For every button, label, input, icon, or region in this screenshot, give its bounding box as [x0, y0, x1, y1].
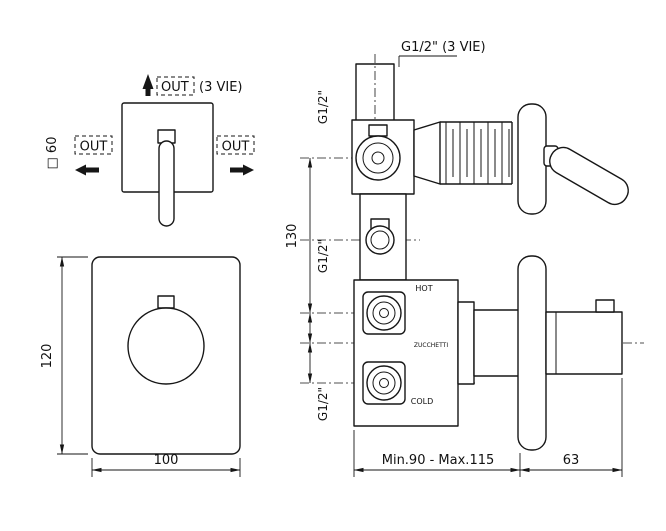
spacing-dim-label: 130 — [285, 224, 300, 249]
side-view: G1/2" (3 VIE) — [285, 40, 644, 477]
control-knob — [127, 307, 205, 385]
hot-port-outer — [366, 295, 402, 331]
depth-range-label: Min.90 - Max.115 — [382, 453, 495, 468]
taper-connector — [413, 121, 441, 185]
lever-blade — [549, 146, 629, 206]
g-mid-label: G1/2" — [316, 239, 330, 273]
knob-button — [595, 299, 615, 313]
g-bottom-label: G1/2" — [316, 387, 330, 421]
out-right-box — [216, 135, 255, 155]
cold-port-inner — [379, 378, 389, 388]
g-top-label: G1/2" — [316, 90, 330, 124]
out-top-note: (3 VIE) — [199, 80, 243, 95]
handle-lever — [158, 140, 175, 227]
knob-tab — [157, 295, 175, 309]
bellows — [440, 121, 513, 185]
top-port-mid — [362, 142, 394, 174]
shaft-step-2 — [473, 309, 521, 377]
arrow-up-icon — [142, 74, 154, 89]
hot-port-inner — [379, 308, 389, 318]
arrow-right-stem — [230, 167, 243, 173]
mid-port-inner — [370, 230, 390, 250]
out-right-label: OUT — [222, 140, 250, 155]
arrow-up-stem — [145, 89, 151, 96]
plate-size-label: □ 60 — [45, 137, 60, 170]
shaft-step-1 — [457, 301, 475, 385]
mid-port-outer — [365, 225, 395, 255]
arrow-right-icon — [243, 164, 254, 176]
out-top-box — [156, 76, 195, 96]
arrow-left-stem — [86, 167, 99, 173]
cold-port-mid — [372, 371, 396, 395]
arrow-left-icon — [75, 164, 86, 176]
top-port-inner — [371, 151, 385, 165]
hot-label: HOT — [415, 284, 432, 293]
brand-label: ZUCCHETTI — [414, 342, 448, 349]
knob-flange — [517, 255, 547, 451]
width-dim-label: 100 — [154, 453, 179, 468]
temp-knob — [545, 311, 623, 375]
front-view-plate: 120 100 — [40, 256, 241, 477]
top-port-outer — [355, 135, 401, 181]
handle-depth-label: 63 — [563, 453, 580, 468]
top-connection-label: G1/2" (3 VIE) — [401, 40, 486, 55]
out-left-label: OUT — [80, 140, 108, 155]
diverter-detail — [368, 124, 388, 137]
height-dim-label: 120 — [40, 344, 55, 369]
front-view-handle: OUT (3 VIE) OUT OUT □ 60 — [45, 74, 255, 227]
hot-port-mid — [372, 301, 396, 325]
top-pipe — [355, 63, 395, 126]
handle-flange — [517, 103, 547, 215]
out-top-label: OUT — [161, 80, 189, 95]
cold-port-outer — [366, 365, 402, 401]
out-left-box — [74, 135, 113, 155]
cold-label: COLD — [411, 397, 434, 406]
